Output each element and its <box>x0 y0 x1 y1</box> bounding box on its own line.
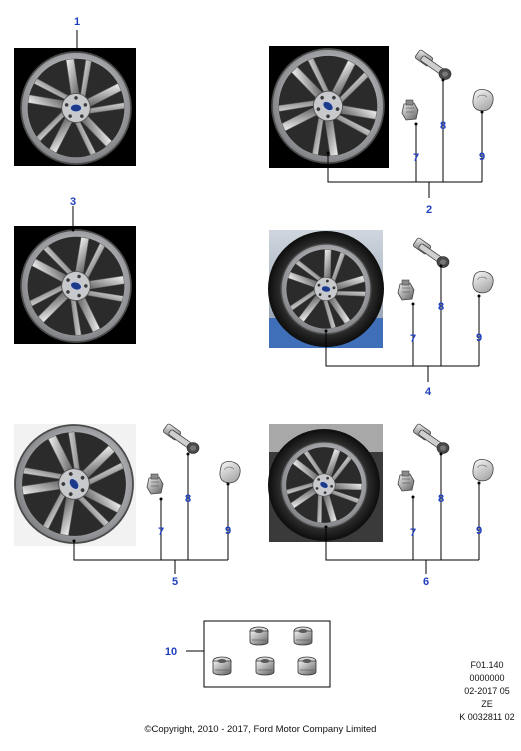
wheel-photo-1 <box>14 48 136 166</box>
callout-9a: 9 <box>479 151 485 163</box>
svg-text:1: 1 <box>74 16 80 28</box>
valve-8b <box>412 236 450 268</box>
tpms-sensor-7d <box>397 470 415 492</box>
ref-line-1: F01.140 <box>470 660 504 670</box>
callout-8d: 8 <box>438 493 444 505</box>
cap-9a <box>470 87 496 114</box>
svg-text:10: 10 <box>165 646 177 658</box>
wheel-photo-2 <box>248 25 408 187</box>
leader-group-2 <box>326 78 484 198</box>
cap-9c <box>217 459 243 486</box>
callout-7b: 7 <box>410 333 416 345</box>
callout-7a: 7 <box>413 152 419 164</box>
callout-8c: 8 <box>185 493 191 505</box>
callout-5: 5 <box>172 576 178 588</box>
cap-9d <box>470 457 496 484</box>
leader-group-6 <box>324 452 481 574</box>
ref-line-2: 0000000 <box>469 673 505 683</box>
callout-8b: 8 <box>438 301 444 313</box>
wheel-photo-3 <box>5 214 147 358</box>
leader-group-4 <box>324 264 481 382</box>
wheel-photo-5 <box>0 400 158 568</box>
callout-9c: 9 <box>225 525 231 537</box>
wheel-photo-4 <box>268 230 384 348</box>
ref-line-4: ZE <box>481 699 493 709</box>
callout-8a: 8 <box>440 120 446 132</box>
callout-3: 3 <box>70 196 76 232</box>
cap-9b <box>470 269 496 296</box>
callout-6: 6 <box>423 576 429 588</box>
valve-8c <box>162 422 200 454</box>
svg-text:3: 3 <box>70 196 76 208</box>
tpms-sensor-7b <box>397 279 415 301</box>
valve-8d <box>412 422 450 454</box>
callout-2: 2 <box>426 204 432 216</box>
tpms-sensor-7a <box>401 99 419 121</box>
valve-8a <box>414 48 452 80</box>
leader-group-5 <box>72 452 230 574</box>
callout-7d: 7 <box>410 527 416 539</box>
callout-7c: 7 <box>158 526 164 538</box>
copyright-notice: ©Copyright, 2010 - 2017, Ford Motor Comp… <box>144 724 377 735</box>
ref-line-5: K 0032811 02 <box>459 712 515 722</box>
locking-nut-kit <box>203 620 331 688</box>
callout-1: 1 <box>74 16 80 52</box>
tpms-sensor-7c <box>146 473 164 495</box>
callout-9b: 9 <box>476 332 482 344</box>
callout-4: 4 <box>425 386 432 398</box>
ref-line-3: 02-2017 05 <box>464 686 510 696</box>
callout-10: 10 <box>165 646 204 658</box>
callout-9d: 9 <box>476 525 482 537</box>
wheel-photo-6 <box>265 424 383 544</box>
